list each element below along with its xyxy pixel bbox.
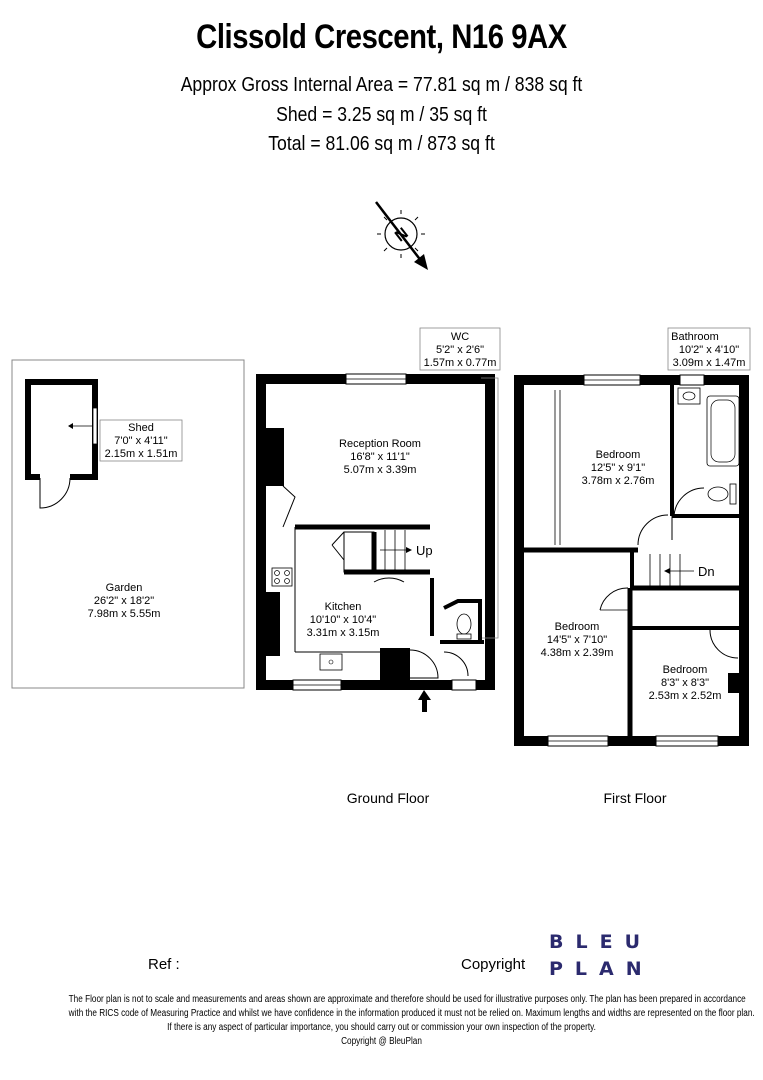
bedroom3-imperial: 8'3" x 8'3" bbox=[661, 677, 709, 689]
bleuplan-logo: BLEU PLAN bbox=[549, 929, 654, 983]
disclaimer-line-3: If there is any aspect of particular imp… bbox=[167, 1022, 596, 1033]
disclaimer-line-2: with the RICS code of Measuring Practice… bbox=[68, 1008, 755, 1019]
disclaimer: The Floor plan is not to scale and measu… bbox=[0, 993, 763, 1049]
kitchen-metric: 3.31m x 3.15m bbox=[307, 627, 380, 639]
bathroom-metric: 3.09m x 1.47m bbox=[673, 357, 746, 369]
shed bbox=[25, 379, 183, 509]
logo-line-2: PLAN bbox=[549, 958, 654, 980]
reception-name: Reception Room bbox=[339, 438, 421, 450]
bedroom3-metric: 2.53m x 2.52m bbox=[649, 690, 722, 702]
bedroom2-name: Bedroom bbox=[555, 621, 600, 633]
bathroom-name: Bathroom bbox=[671, 331, 719, 343]
total-area-line: Total = 81.06 sq m / 873 sq ft bbox=[268, 133, 495, 155]
ground-floor-plan bbox=[256, 327, 501, 712]
reference-label: Ref : bbox=[148, 956, 180, 973]
bedroom1-imperial: 12'5" x 9'1" bbox=[591, 462, 645, 474]
shed-area-line: Shed = 3.25 sq m / 35 sq ft bbox=[276, 104, 487, 126]
garden-imperial: 26'2" x 18'2" bbox=[94, 595, 154, 607]
wc-metric: 1.57m x 0.77m bbox=[424, 357, 497, 369]
shed-imperial: 7'0" x 4'11" bbox=[114, 435, 167, 447]
bedroom1-metric: 3.78m x 2.76m bbox=[582, 475, 655, 487]
bathroom-imperial: 10'2" x 4'10" bbox=[679, 344, 739, 356]
bedroom2-metric: 4.38m x 2.39m bbox=[541, 647, 614, 659]
shed-metric: 2.15m x 1.51m bbox=[105, 448, 178, 460]
kitchen-imperial: 10'10" x 10'4" bbox=[310, 614, 377, 626]
stairs-down-label: Dn bbox=[698, 564, 715, 579]
kitchen-name: Kitchen bbox=[325, 601, 362, 613]
bedroom3-name: Bedroom bbox=[663, 664, 708, 676]
reception-imperial: 16'8" x 11'1" bbox=[350, 451, 410, 463]
reception-metric: 5.07m x 3.39m bbox=[344, 464, 417, 476]
wc-imperial: 5'2" x 2'6" bbox=[436, 344, 484, 356]
bedroom1-name: Bedroom bbox=[596, 449, 641, 461]
garden-name: Garden bbox=[106, 582, 143, 594]
shed-name: Shed bbox=[128, 422, 154, 434]
first-floor-plan bbox=[514, 327, 751, 747]
garden-outline bbox=[11, 359, 245, 689]
wc-name: WC bbox=[451, 331, 469, 343]
first-floor-label: First Floor bbox=[604, 790, 667, 806]
garden-metric: 7.98m x 5.55m bbox=[88, 608, 161, 620]
stairs-up-label: Up bbox=[416, 543, 433, 558]
page-title: Clissold Crescent, N16 9AX bbox=[196, 18, 567, 56]
disclaimer-line-4: Copyright @ BleuPlan bbox=[341, 1036, 422, 1047]
logo-line-1: BLEU bbox=[549, 931, 652, 953]
copyright-label: Copyright bbox=[461, 956, 526, 973]
gross-area-line: Approx Gross Internal Area = 77.81 sq m … bbox=[180, 74, 583, 96]
disclaimer-line-1: The Floor plan is not to scale and measu… bbox=[68, 994, 746, 1005]
ground-floor-label: Ground Floor bbox=[347, 790, 430, 806]
compass-icon: N bbox=[375, 201, 428, 270]
bedroom2-imperial: 14'5" x 7'10" bbox=[547, 634, 607, 646]
